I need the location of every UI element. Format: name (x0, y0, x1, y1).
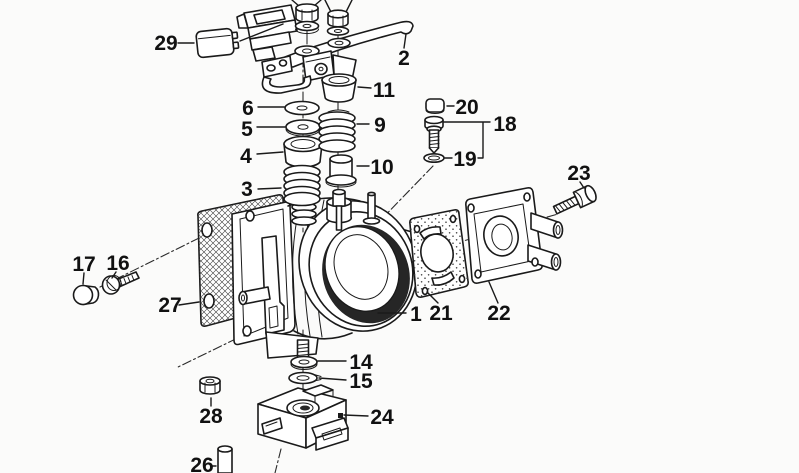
throttle-body (231, 191, 427, 359)
nut-washer-stack-2 (324, 0, 353, 47)
callout-17: 17 (72, 253, 95, 276)
lock-washer-15 (288, 371, 322, 385)
sensor-24 (257, 384, 349, 451)
callout-20: 20 (455, 96, 478, 119)
callout-2: 2 (398, 47, 410, 70)
washer-14 (290, 355, 318, 370)
bushing-4 (283, 135, 323, 168)
callout-5: 5 (241, 118, 253, 141)
washer-6 (284, 100, 320, 116)
callout-11: 11 (373, 79, 396, 102)
leader-lines (82, 33, 585, 467)
callout-27: 27 (158, 294, 181, 317)
part-29-box (195, 23, 284, 59)
callout-labels: 29 2 11 6 20 5 9 18 4 10 19 3 23 17 16 2… (72, 32, 590, 473)
cap-17 (72, 284, 100, 306)
lever-assembly (236, 0, 414, 94)
callout-16: 16 (106, 252, 129, 275)
bolt-23 (552, 184, 597, 215)
callout-26: 26 (190, 454, 213, 473)
valve-10 (325, 154, 357, 188)
pin-shaft (332, 188, 346, 231)
gasket-21 (409, 209, 469, 298)
cover-22 (465, 187, 564, 284)
callout-10: 10 (370, 156, 393, 179)
callout-1: 1 (410, 303, 422, 326)
nut-washer-stack-1 (291, 0, 322, 45)
callout-3: 3 (241, 178, 253, 201)
callout-15: 15 (349, 370, 373, 393)
callout-18: 18 (493, 113, 517, 136)
callout-19: 19 (453, 148, 476, 171)
callout-4: 4 (240, 145, 252, 168)
callout-9: 9 (374, 114, 386, 137)
callout-14: 14 (349, 351, 373, 374)
pin-26 (217, 445, 233, 473)
spring-3 (283, 164, 321, 207)
callout-24: 24 (370, 406, 394, 429)
bushing-11 (321, 73, 357, 103)
screw-18 (424, 115, 444, 154)
callout-29: 29 (154, 32, 177, 55)
callout-28: 28 (199, 405, 223, 428)
nut-28 (199, 376, 221, 395)
callout-21: 21 (429, 302, 453, 325)
callout-23: 23 (567, 162, 590, 185)
washer-5 (285, 119, 321, 137)
screw-16 (101, 271, 140, 295)
seal-ring-19 (423, 153, 445, 164)
cap-20 (425, 98, 445, 114)
callout-6: 6 (242, 97, 254, 120)
spring-9 (318, 109, 356, 153)
callout-22: 22 (487, 302, 510, 325)
